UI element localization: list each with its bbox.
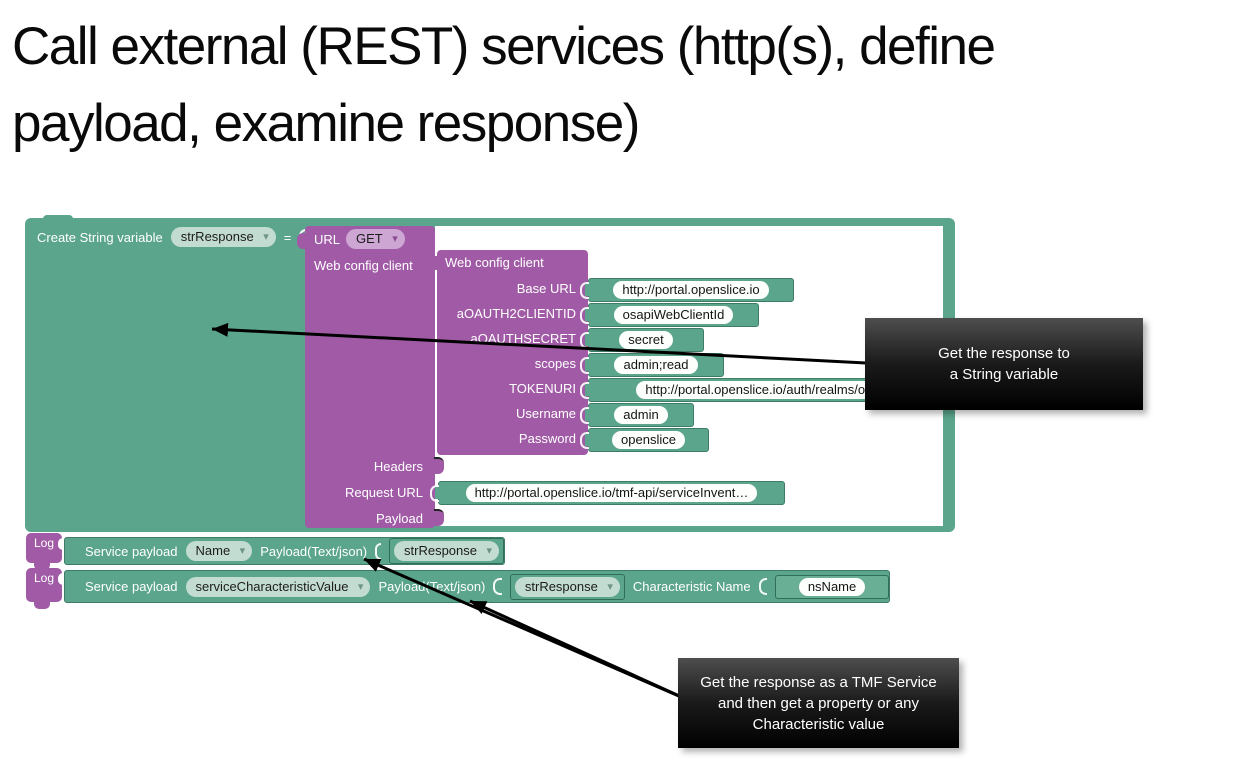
log1-property-dropdown[interactable]: Name (185, 541, 253, 561)
tokenuri-value-field[interactable]: http://portal.openslice.io/auth/realms/o… (636, 381, 889, 399)
request-url-value-block[interactable]: http://portal.openslice.io/tmf-api/servi… (430, 481, 785, 505)
callout-string-variable: Get the response to a String variable (865, 318, 1143, 410)
log2-property-dropdown[interactable]: serviceCharacteristicValue (185, 576, 371, 597)
create-string-variable-label: Create String variable (37, 229, 163, 245)
log-block-1-tab-label: Log (33, 536, 55, 550)
field-label-scopes: scopes (534, 356, 576, 371)
base-url-value-block[interactable]: http://portal.openslice.io (580, 278, 794, 302)
variable-dropdown[interactable]: strResponse (170, 227, 276, 247)
username-value-field[interactable]: admin (614, 406, 668, 424)
headers-input-label: Headers (373, 459, 423, 474)
log2-variable-dropdown[interactable]: strResponse (514, 576, 620, 597)
log2-payload-type-label: Payload(Text/json) (378, 579, 486, 594)
equals-label: = (283, 229, 292, 245)
field-label-oauth2clientid: aOAUTH2CLIENTID (456, 306, 576, 321)
callout2-line2: and then get a property or any (718, 694, 919, 712)
log2-service-payload-label: Service payload (85, 579, 178, 594)
log-block-2-right-socket (58, 573, 63, 585)
log-block-1-row[interactable]: Service payload Name Payload(Text/json) … (64, 537, 505, 565)
arrow-to-log2-payload (469, 599, 698, 706)
log-block-2-row[interactable]: Service payload serviceCharacteristicVal… (64, 570, 890, 603)
log1-payload-type-label: Payload(Text/json) (260, 543, 368, 559)
oauth2clientid-value-block[interactable]: osapiWebClientId (580, 303, 759, 327)
log2-characteristic-name-label: Characteristic Name (632, 579, 751, 594)
password-value-block[interactable]: openslice (580, 428, 709, 452)
page-title-line-1: Call external (REST) services (http(s), … (12, 17, 996, 76)
base-url-value-field[interactable]: http://portal.openslice.io (613, 281, 769, 299)
field-label-base-url: Base URL (516, 281, 576, 296)
username-value-block[interactable]: admin (580, 403, 694, 427)
web-config-client-input-label: Web config client (314, 258, 413, 273)
web-config-client-plug (430, 256, 438, 270)
web-config-client-title: Web config client (445, 255, 544, 270)
callout2-line3: Characteristic value (752, 715, 885, 733)
log1-variable-dropdown[interactable]: strResponse (394, 541, 499, 561)
callout-tmf-service: Get the response as a TMF Service and th… (678, 658, 959, 748)
log2-value-socket (493, 578, 502, 595)
request-url-input-label: Request URL (344, 485, 423, 500)
headers-statement-knob (434, 457, 444, 474)
log-block-1-right-socket (58, 538, 63, 550)
log-block-2-tab-label: Log (33, 571, 55, 585)
log1-service-payload-label: Service payload (85, 543, 178, 559)
password-value-field[interactable]: openslice (612, 431, 685, 449)
scopes-value-field[interactable]: admin;read (614, 356, 698, 374)
log2-characteristic-value-block[interactable]: nsName (775, 574, 889, 599)
block-top-notch (43, 215, 73, 220)
log-block-2-bottom-bump (34, 601, 50, 609)
request-url-value-field[interactable]: http://portal.openslice.io/tmf-api/servi… (465, 484, 758, 502)
log-block-2-tab[interactable]: Log (26, 568, 63, 609)
oauth2clientid-value-field[interactable]: osapiWebClientId (613, 306, 734, 324)
url-block-plug (297, 233, 306, 249)
oauthsecret-value-field[interactable]: secret (619, 331, 673, 349)
log1-variable-block[interactable]: strResponse (389, 538, 504, 564)
url-block[interactable]: URL GET Web config client Headers Reques… (297, 226, 444, 528)
log-block-1-tab[interactable]: Log (26, 533, 63, 570)
url-label: URL (314, 232, 341, 247)
oauthsecret-value-block[interactable]: secret (580, 328, 704, 352)
page-title-line-2: payload, examine response) (12, 94, 640, 153)
log-block-1-bottom-bump (34, 562, 50, 570)
log2-characteristic-value-field[interactable]: nsName (798, 577, 866, 596)
payload-input-label: Payload (376, 511, 423, 526)
log2-variable-block[interactable]: strResponse (509, 573, 625, 600)
callout1-line1: Get the response to (938, 345, 1070, 362)
callout2-line1: Get the response as a TMF Service (700, 673, 937, 691)
field-label-password: Password (518, 431, 576, 446)
field-label-oauthsecret: aOAUTHSECRET (470, 331, 576, 346)
log1-value-socket (375, 542, 382, 560)
callout1-line2: a String variable (949, 366, 1059, 383)
web-config-client-block[interactable]: Web config client Base URL aOAUTH2CLIENT… (430, 250, 588, 455)
field-label-tokenuri: TOKENURI (509, 381, 576, 396)
http-method-dropdown[interactable]: GET (346, 229, 405, 249)
log2-characteristic-socket (758, 578, 768, 595)
scopes-value-block[interactable]: admin;read (580, 353, 724, 377)
field-label-username: Username (516, 406, 576, 421)
payload-statement-knob (434, 509, 444, 526)
